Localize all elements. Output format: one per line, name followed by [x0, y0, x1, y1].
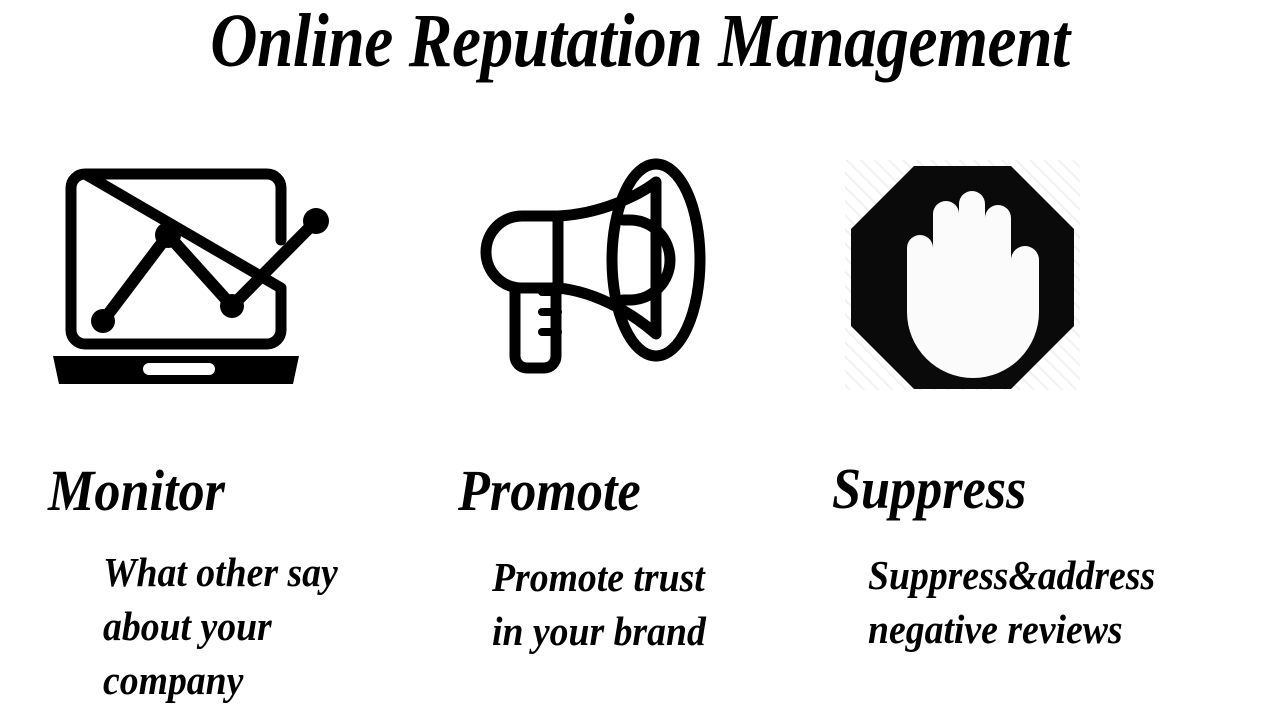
column-monitor: Monitor What other say about your compan… [0, 0, 430, 720]
monitor-screen-frame [65, 168, 287, 350]
page-title: Online Reputation Management [210, 0, 1070, 83]
megaphone-icon [460, 158, 730, 390]
heading-monitor: Monitor [48, 458, 225, 523]
chart-point-2 [155, 222, 181, 248]
chart-point-3 [220, 294, 244, 318]
body-promote: Promote trust in your brand [492, 550, 706, 658]
chart-point-4 [303, 208, 329, 234]
stop-hand-icon [845, 160, 1080, 390]
megaphone-handle [509, 266, 562, 374]
megaphone-inner-shape [617, 214, 676, 306]
megaphone-bell [606, 158, 706, 362]
body-line: in your brand [492, 608, 706, 654]
body-line: What other say [103, 549, 338, 595]
body-line: company [103, 657, 244, 703]
monitor-chart-icon [45, 160, 335, 390]
chart-trend-line [97, 215, 322, 327]
body-line: Promote trust [492, 554, 705, 600]
heading-suppress: Suppress [832, 456, 1027, 521]
body-line: about your [103, 603, 272, 649]
megaphone-body [480, 210, 570, 294]
column-suppress: Suppress Suppress&address negative revie… [820, 0, 1280, 720]
body-line: negative reviews [868, 606, 1123, 652]
body-line: Suppress&address [868, 552, 1156, 598]
laptop-base-notch [143, 363, 215, 375]
column-promote: Promote Promote trust in your brand [430, 0, 820, 720]
body-suppress: Suppress&address negative reviews [868, 548, 1155, 656]
heading-promote: Promote [458, 458, 641, 523]
stop-hand-silhouette [907, 191, 1039, 378]
body-monitor: What other say about your company [103, 545, 338, 707]
chart-point-1 [91, 309, 115, 333]
